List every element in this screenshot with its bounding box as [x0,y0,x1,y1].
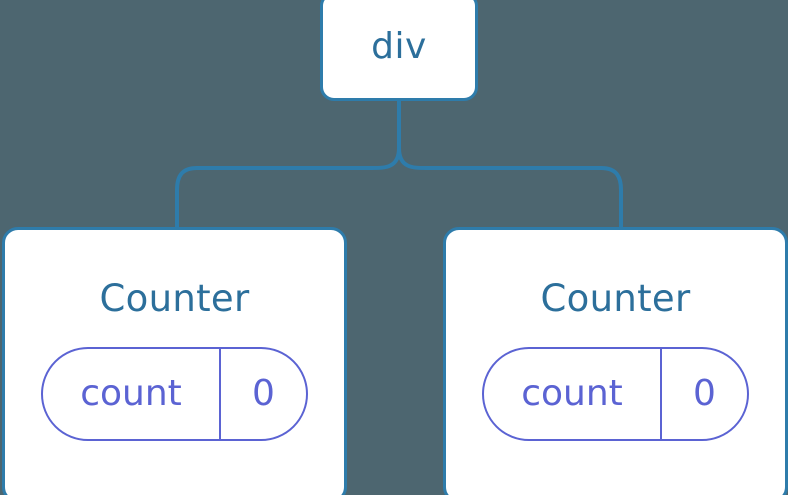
child-node-title: Counter [540,277,691,320]
state-key-label: count [43,349,221,439]
root-node-label: div [371,25,427,67]
state-value-label: 0 [693,373,716,414]
state-value-label: 0 [252,373,275,414]
state-pill-count[interactable]: count 0 [41,347,308,441]
state-pill-count[interactable]: count 0 [482,347,749,441]
edge-to-child-0 [175,146,401,229]
child-node-title: Counter [99,277,250,320]
child-node-counter-1[interactable]: Counter count 0 [443,227,788,495]
child-node-counter-0[interactable]: Counter count 0 [2,227,347,495]
edge-to-child-1 [397,146,623,229]
root-node-div[interactable]: div [320,0,478,101]
state-key-label: count [484,349,662,439]
